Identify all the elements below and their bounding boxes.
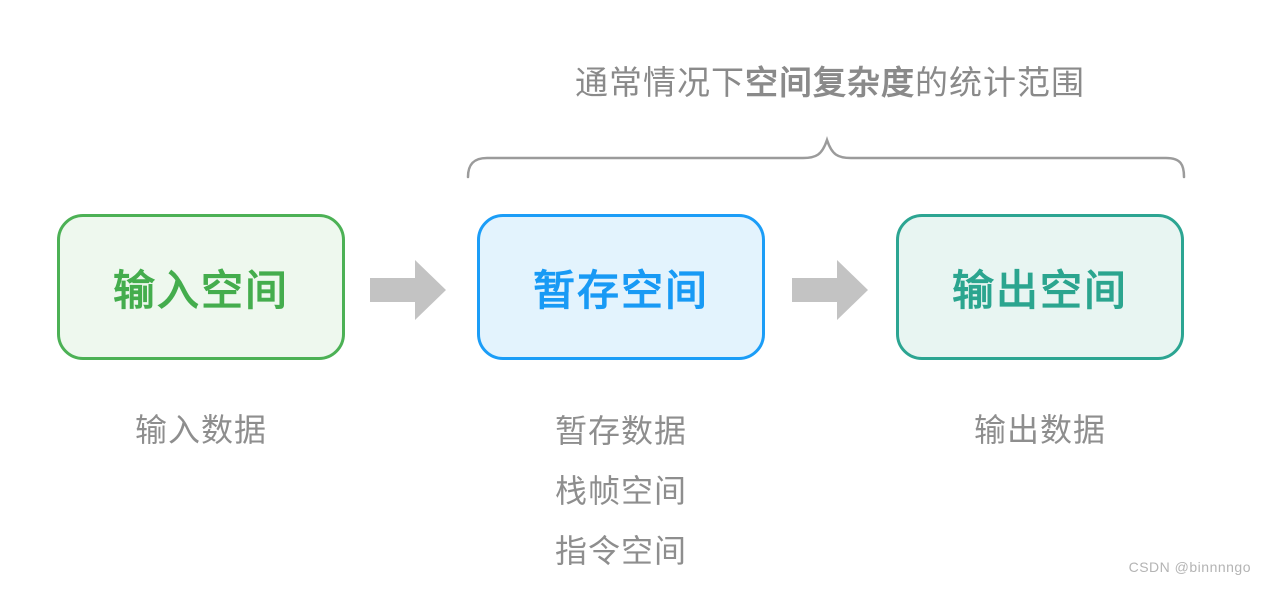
flow-arrow-1: [370, 260, 446, 320]
temp-space-label: 暂存空间: [532, 266, 709, 314]
temp-annotation-item: 栈帧空间: [554, 473, 687, 509]
output-space-label: 输出空间: [951, 266, 1128, 314]
input-annotation: 输入数据: [134, 412, 267, 448]
output-space-box: 输出空间: [896, 214, 1184, 360]
input-space-box: 输入空间: [57, 214, 345, 360]
output-annotation: 输出数据: [973, 412, 1106, 448]
scope-brace: [466, 136, 1186, 179]
title-suffix: 的统计范围: [915, 64, 1085, 101]
input-space-label: 输入空间: [112, 266, 289, 314]
flow-arrow-2: [792, 260, 868, 320]
title-highlight: 空间复杂度: [745, 64, 915, 101]
arrow-shape: [792, 260, 868, 320]
watermark: CSDN @binnnngo: [1128, 559, 1251, 575]
brace-path: [466, 136, 1186, 179]
title-prefix: 通常情况下: [575, 64, 745, 101]
arrow-shape: [370, 260, 446, 320]
temp-annotation-item: 暂存数据: [554, 413, 687, 449]
temp-annotations: 暂存数据 栈帧空间 指令空间: [477, 401, 765, 581]
diagram-title: 通常情况下空间复杂度的统计范围: [330, 64, 1263, 102]
temp-space-box: 暂存空间: [477, 214, 765, 360]
temp-annotation-item: 指令空间: [554, 533, 687, 569]
